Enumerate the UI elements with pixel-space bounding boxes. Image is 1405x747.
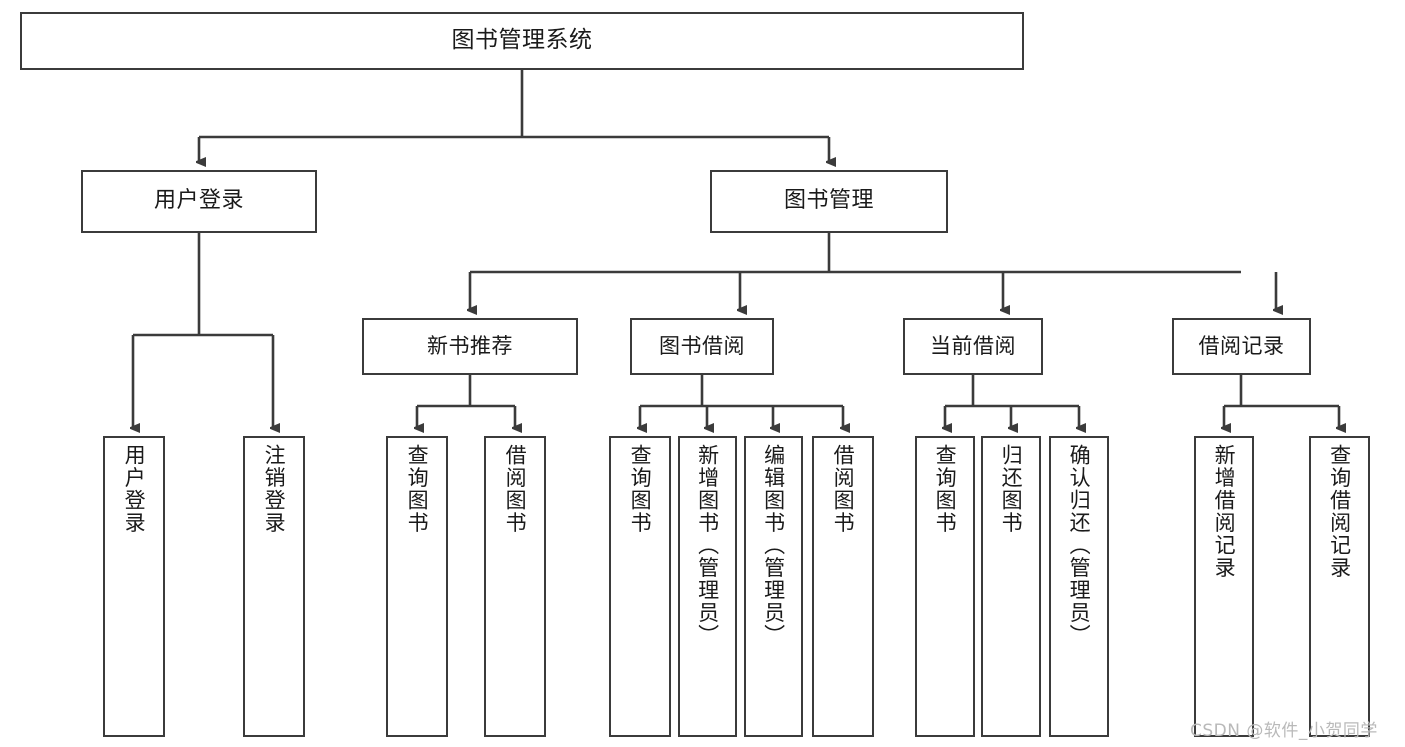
leaf-user-login-label: 用户登录 (122, 444, 147, 534)
leaf-search-borrow-record-label: 查询借阅记录 (1327, 444, 1352, 579)
leaf-edit-book-admin-label: 编辑图书（管理员） (761, 444, 786, 647)
node-book-management-label: 图书管理 (783, 188, 874, 214)
node-root-label: 图书管理系统 (451, 27, 593, 54)
node-borrow-record[interactable]: 借阅记录 (1172, 318, 1311, 375)
leaf-add-borrow-record[interactable]: 新增借阅记录 (1194, 436, 1254, 737)
leaf-search-book-borrow-label: 查询图书 (628, 444, 653, 534)
leaf-user-login[interactable]: 用户登录 (103, 436, 165, 737)
leaf-borrow-book-recommend[interactable]: 借阅图书 (484, 436, 546, 737)
node-book-borrow[interactable]: 图书借阅 (630, 318, 774, 375)
leaf-search-book-recommend-label: 查询图书 (405, 444, 430, 534)
leaf-edit-book-admin[interactable]: 编辑图书（管理员） (744, 436, 803, 737)
csdn-watermark: CSDN @软件_小贺同学 (1190, 721, 1378, 741)
node-user-login-label: 用户登录 (153, 188, 244, 214)
leaf-return-book[interactable]: 归还图书 (981, 436, 1041, 737)
leaf-search-book-recommend[interactable]: 查询图书 (386, 436, 448, 737)
node-book-management[interactable]: 图书管理 (710, 170, 948, 233)
leaf-return-book-label: 归还图书 (999, 444, 1024, 534)
node-new-book-recommend-label: 新书推荐 (427, 333, 513, 358)
leaf-confirm-return-admin[interactable]: 确认归还（管理员） (1049, 436, 1109, 737)
node-book-borrow-label: 图书借阅 (659, 333, 745, 358)
node-current-borrow-label: 当前借阅 (930, 333, 1016, 358)
node-borrow-record-label: 借阅记录 (1198, 333, 1285, 358)
node-user-login[interactable]: 用户登录 (81, 170, 317, 233)
node-current-borrow[interactable]: 当前借阅 (903, 318, 1043, 375)
leaf-user-logout-label: 注销登录 (262, 444, 287, 534)
leaf-search-book-borrow[interactable]: 查询图书 (609, 436, 671, 737)
leaf-search-book-current[interactable]: 查询图书 (915, 436, 975, 737)
leaf-add-book-admin[interactable]: 新增图书（管理员） (678, 436, 737, 737)
leaf-search-borrow-record[interactable]: 查询借阅记录 (1309, 436, 1370, 737)
leaf-user-logout[interactable]: 注销登录 (243, 436, 305, 737)
leaf-add-borrow-record-label: 新增借阅记录 (1212, 444, 1237, 579)
node-new-book-recommend[interactable]: 新书推荐 (362, 318, 578, 375)
leaf-borrow-book-recommend-label: 借阅图书 (503, 444, 528, 534)
leaf-confirm-return-admin-label: 确认归还（管理员） (1067, 444, 1092, 647)
leaf-borrow-book[interactable]: 借阅图书 (812, 436, 874, 737)
node-root[interactable]: 图书管理系统 (20, 12, 1024, 70)
leaf-borrow-book-label: 借阅图书 (831, 444, 856, 534)
leaf-search-book-current-label: 查询图书 (933, 444, 958, 534)
leaf-add-book-admin-label: 新增图书（管理员） (695, 444, 720, 647)
